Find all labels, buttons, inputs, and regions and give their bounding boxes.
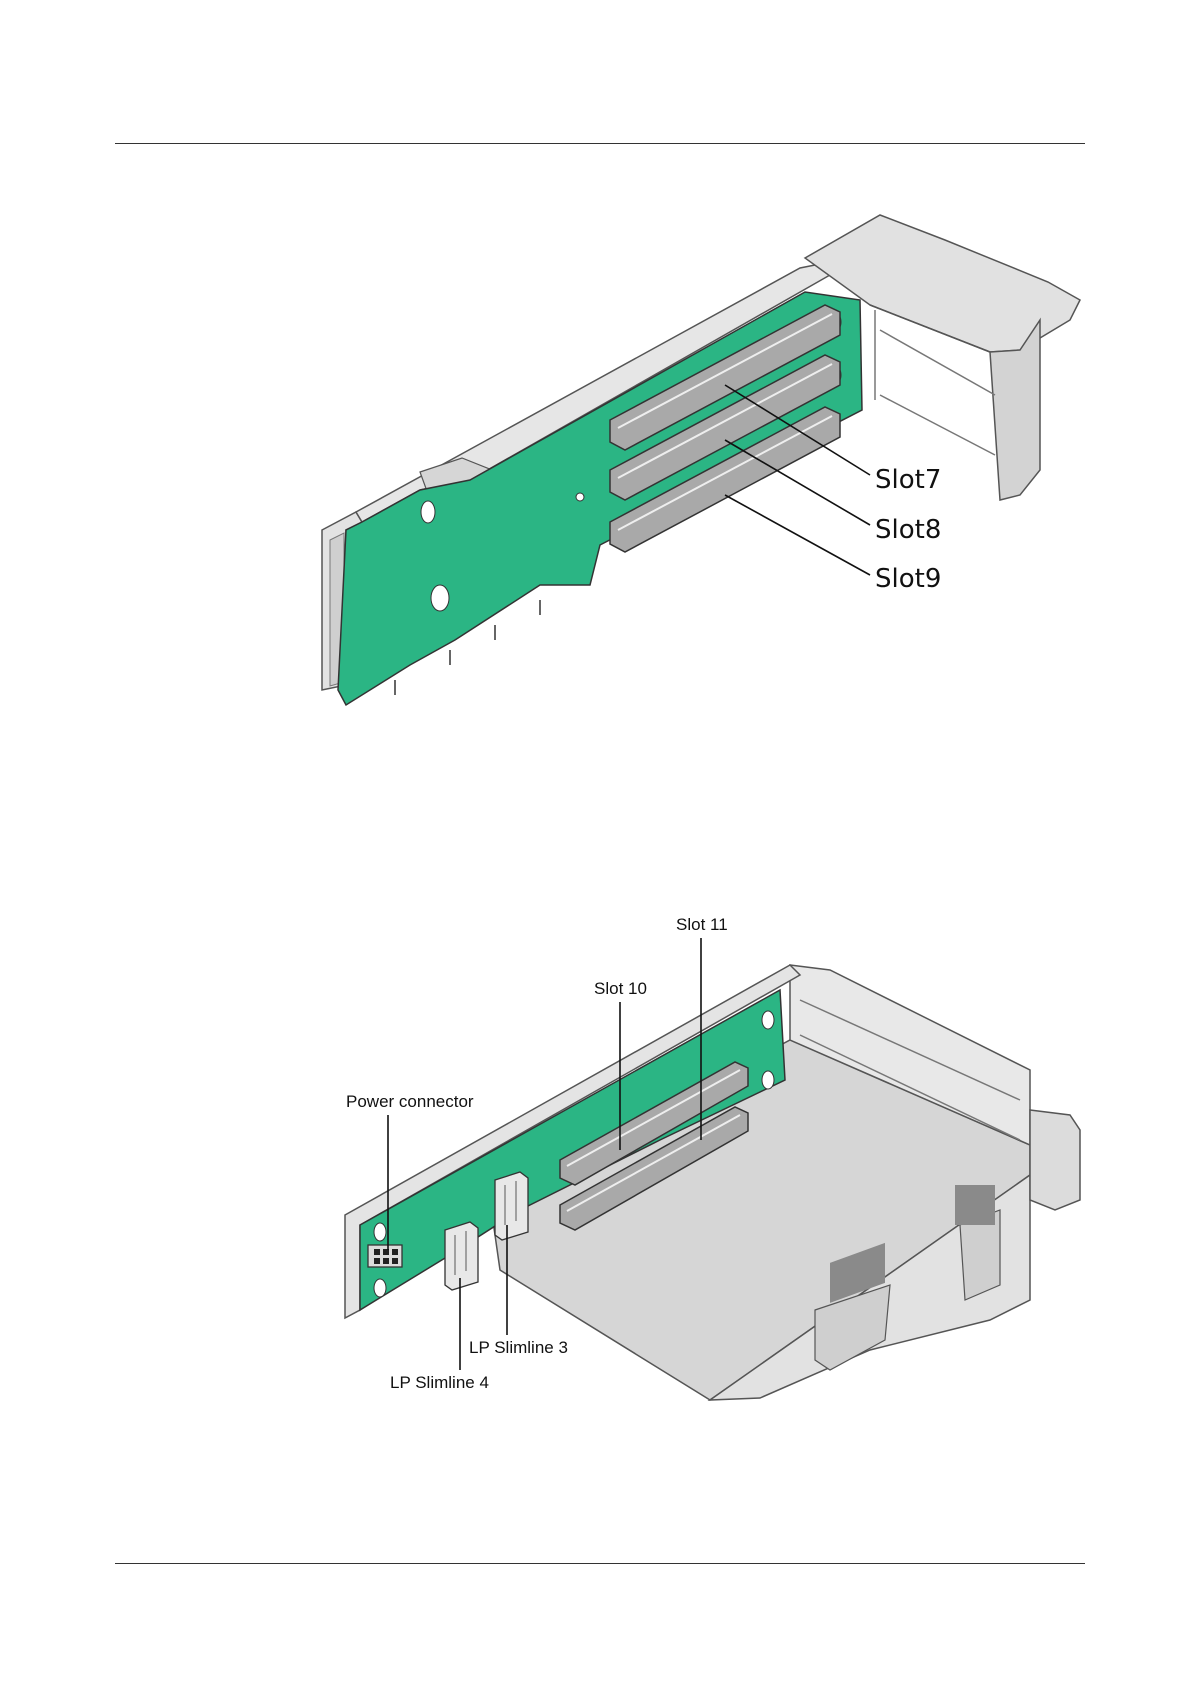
label-slot7: Slot7: [875, 465, 941, 495]
label-power-connector: Power connector: [346, 1092, 474, 1111]
label-slot11: Slot 11: [676, 915, 728, 934]
riser-figure-1: Slot7 Slot8 Slot9: [322, 215, 1080, 705]
board-hole: [762, 1011, 774, 1029]
label-slot10: Slot 10: [594, 979, 647, 998]
lp-slimline-4-connector: [445, 1222, 478, 1290]
cage-bar: [880, 395, 995, 455]
riser-figure-2: Slot 11 Slot 10 Power connector LP Sliml…: [345, 915, 1080, 1400]
board-hole: [421, 501, 435, 523]
tray-latch: [1030, 1110, 1080, 1210]
label-slot9: Slot9: [875, 564, 941, 594]
board-hole: [374, 1279, 386, 1297]
board-hole: [431, 585, 449, 611]
leader-slot9: [725, 495, 870, 575]
board-hole: [374, 1223, 386, 1241]
label-lp-slimline-3: LP Slimline 3: [469, 1338, 568, 1357]
lp-slimline-3-connector: [495, 1172, 528, 1240]
label-lp-slimline-4: LP Slimline 4: [390, 1373, 489, 1392]
tray-cutout: [955, 1185, 995, 1225]
power-connector: [368, 1245, 402, 1267]
board-hole: [762, 1071, 774, 1089]
label-slot8: Slot8: [875, 515, 941, 545]
board-hole: [576, 493, 584, 501]
